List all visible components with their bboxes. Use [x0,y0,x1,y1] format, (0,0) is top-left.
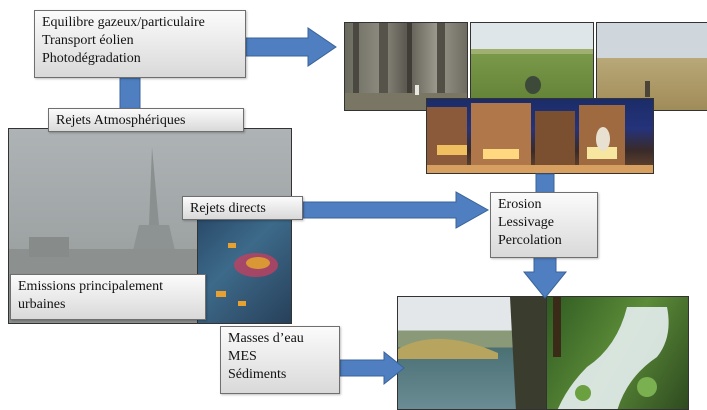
grass-field-photo [470,22,594,111]
erosion-line-3: Percolation [498,233,562,248]
masses-line-2: MES [228,349,257,364]
process-line-3: Photodégradation [42,51,141,66]
forest-stream-drawing [553,297,669,409]
arrow-masses-to-water [339,350,405,386]
process-line-1: Equilibre gazeux/particulaire [42,15,205,30]
rejets-atmospheriques-box: Rejets Atmosphériques [48,108,244,132]
emissions-line-2: urbaines [18,297,66,312]
oil-spill-drawing [216,243,278,306]
erosion-line-2: Lessivage [498,215,554,230]
river-landscape-drawing [398,297,546,409]
forest-trees-photo [344,22,468,111]
city-street-drawing [427,103,653,173]
rejets-atmospheriques-label: Rejets Atmosphériques [56,113,186,128]
connector-top-to-rejets [119,77,141,111]
masses-line-3: Sédiments [228,367,287,382]
masses-eau-box: Masses d’eau MES Sédiments [220,326,340,394]
erosion-box: Erosion Lessivage Percolation [490,192,598,258]
grass-field-drawing [471,49,593,94]
dry-field-drawing [645,81,650,97]
forest-stream-photo [546,296,689,410]
emissions-box: Emissions principalement urbaines [10,274,206,320]
process-line-2: Transport éolien [42,33,134,48]
processes-box: Equilibre gazeux/particulaire Transport … [34,10,246,78]
arrow-erosion-to-water [522,255,568,299]
emissions-line-1: Emissions principalement [18,279,164,294]
masses-line-1: Masses d’eau [228,331,304,346]
arrow-rejets-directs-to-erosion [302,191,490,229]
city-street-night-photo [426,98,654,174]
oil-spill-water-photo [197,218,292,324]
erosion-line-1: Erosion [498,197,542,212]
rejets-directs-label: Rejets directs [190,201,266,216]
river-landscape-photo [397,296,547,410]
rejets-directs-box: Rejets directs [182,196,303,220]
arrow-to-photos [245,27,337,67]
connector-city-to-erosion [535,173,555,195]
